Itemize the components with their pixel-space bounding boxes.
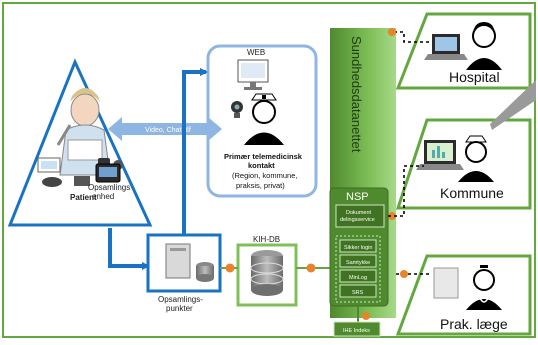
praklaege-panel xyxy=(395,254,532,336)
connector-dot xyxy=(306,263,316,273)
nsp-services-group xyxy=(335,235,381,303)
service-samtykke-label: Samtykke xyxy=(346,260,370,266)
service-minlog xyxy=(339,269,377,283)
database-icon xyxy=(250,250,284,296)
laptop-icon xyxy=(416,140,464,170)
laptop-icon xyxy=(424,34,468,60)
kihdb-label: KIH-DB xyxy=(253,235,280,244)
ihe-indeks-box xyxy=(333,321,381,337)
patient-to-opsamling-arrow xyxy=(108,228,150,270)
video-chat-arrow xyxy=(108,117,222,141)
primary-contact-line3: (Region, kommune, xyxy=(232,171,297,180)
opsamlingspunkter-label-line2: punkter xyxy=(166,304,193,313)
doctor-icon xyxy=(466,22,502,70)
patient-person-icon xyxy=(56,88,111,176)
pointer-arrow xyxy=(490,80,536,130)
service-sikker-login xyxy=(339,239,377,253)
tablet-icon xyxy=(37,157,61,173)
hospital-port-dot xyxy=(388,28,396,36)
nsp-label: NSP xyxy=(346,191,369,203)
primary-contact-line1: Primær telemedicinsk xyxy=(224,152,303,161)
opsamlingspunkter-label-line1: Opsamlings- xyxy=(158,295,203,304)
primary-contact-line4: praksis, privat) xyxy=(236,181,285,190)
opsamlings-enhed-label-line1: Opsamlings xyxy=(88,183,130,192)
kommune-label: Kommune xyxy=(440,185,504,201)
opsamlings-enhed-label-line2: enhed xyxy=(92,192,114,201)
connector-dot xyxy=(225,263,235,273)
opsamlings-device-icon xyxy=(95,163,121,183)
dokumentdeling-box xyxy=(335,204,385,228)
dokumentdeling-label-line1: Dokument xyxy=(346,210,372,216)
hospital-label: Hospital xyxy=(449,69,500,85)
opsamling-to-web-arrow xyxy=(182,68,208,235)
nurse-icon xyxy=(244,93,284,145)
monitor-icon xyxy=(237,59,269,90)
server-icon xyxy=(165,243,214,282)
video-chat-label: Video, Chat, tlf xyxy=(145,127,191,134)
dokumentdeling-label-line2: delingsservice xyxy=(340,217,375,223)
nsp-kommune-connector xyxy=(388,165,424,217)
sundhedsdatanettet-label: Sundhedsdatanettet xyxy=(349,36,364,153)
service-srs-label: SRS xyxy=(352,290,364,296)
patient-triangle xyxy=(7,58,153,227)
dokumentdeling-port-dot xyxy=(388,212,396,220)
web-label: WEB xyxy=(247,48,265,57)
patient-label: Patient xyxy=(70,193,97,202)
scale-device-icon xyxy=(42,176,90,187)
nurse-icon xyxy=(458,135,494,182)
service-sikker-login-label: Sikker login xyxy=(344,245,372,251)
praklaege-label: Prak. læge xyxy=(440,316,508,332)
ihe-port-dot xyxy=(362,312,370,320)
praklaege-port-dot xyxy=(400,270,408,278)
service-minlog-label: MinLog xyxy=(349,275,367,281)
outer-frame xyxy=(2,2,536,338)
primary-contact-line2: kontakt xyxy=(248,161,275,170)
service-srs xyxy=(339,284,377,298)
service-samtykke xyxy=(339,254,377,268)
ihe-indeks-label: IHE Indeks xyxy=(343,328,370,334)
doctor-icon xyxy=(433,265,502,310)
webcam-icon xyxy=(231,101,243,118)
